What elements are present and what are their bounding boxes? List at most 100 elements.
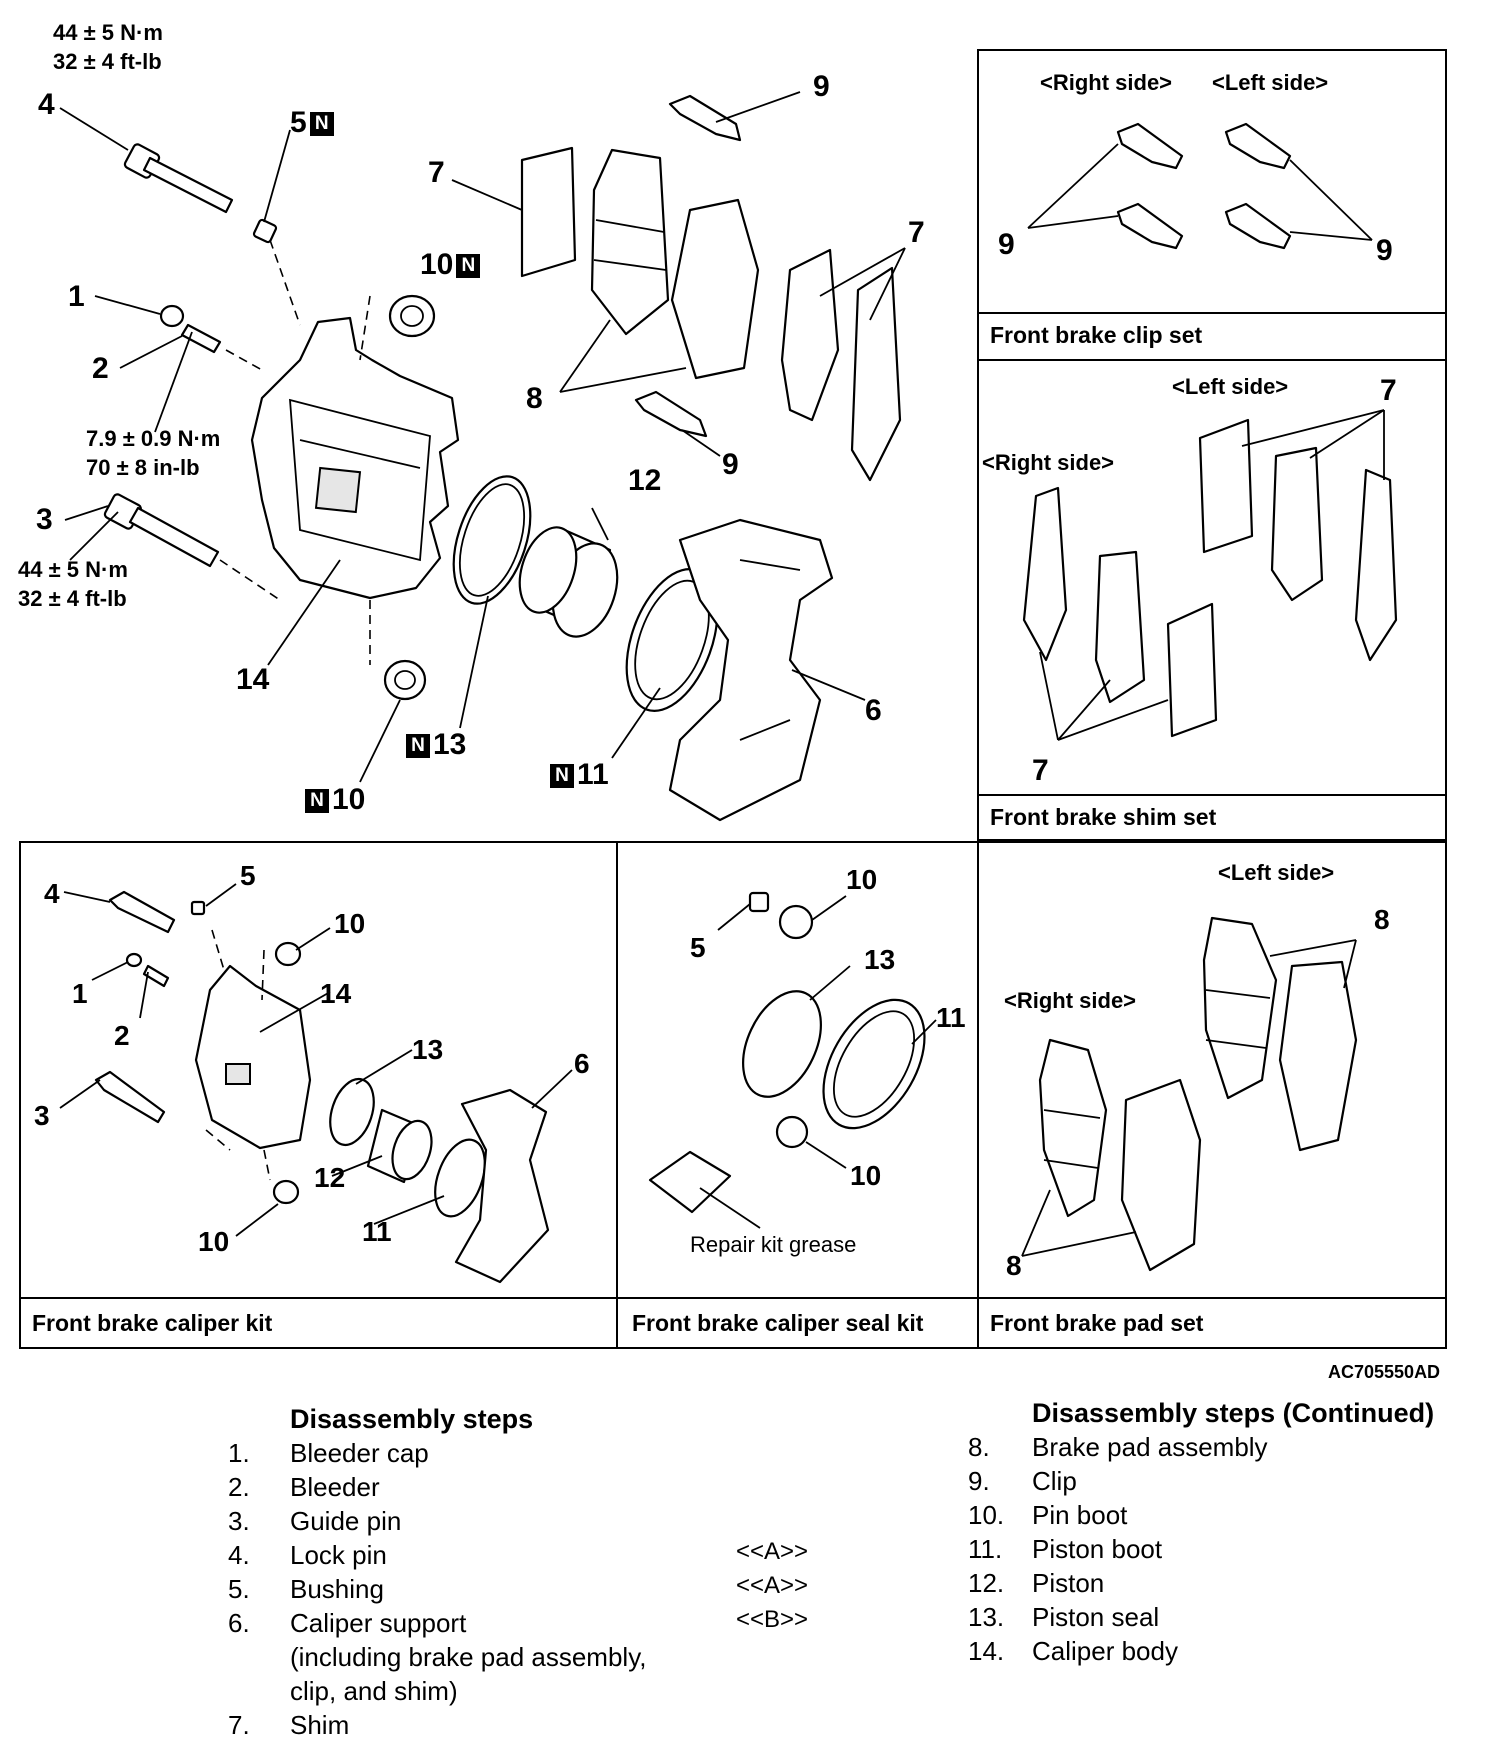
kit-callout-3: 3: [34, 1100, 50, 1131]
step-number: 5.: [228, 1574, 250, 1604]
kit-guide-pin: [94, 1070, 166, 1124]
kit-bleeder: [142, 964, 170, 988]
step-reference-mark: <<A>>: [736, 1538, 809, 1565]
kit-callout-11: 11: [362, 1216, 392, 1247]
step-number: 4.: [228, 1540, 250, 1570]
step-item: 13.Piston seal: [968, 1600, 1448, 1634]
shim-set-caption: Front brake shim set: [990, 804, 1217, 830]
clip-set-callout-9-right: 9: [998, 228, 1015, 261]
step-text: Piston boot: [1032, 1534, 1163, 1564]
bushing-part: [252, 218, 278, 244]
torque-spec-guide-pin: 44 ± 5 N·m 32 ± 4 ft-lb: [18, 555, 128, 613]
seal-kit-callout-13: 13: [864, 944, 896, 975]
callout-7-left: 7: [428, 156, 445, 189]
shim-part-inner: [520, 146, 577, 278]
step-item: 14.Caliper body: [968, 1634, 1448, 1668]
bleeder-part: [180, 323, 222, 354]
step-reference-mark: <<A>>: [736, 1572, 809, 1599]
shim-set-right-b: [1094, 550, 1146, 704]
new-part-marker: N: [550, 764, 574, 788]
step-item: 5. Bushing: [228, 1572, 688, 1606]
seal-kit-callout-10-upper: 10: [846, 864, 878, 895]
step-text: (including brake pad assembly,: [290, 1642, 647, 1672]
pad-set-left-outer: [1278, 960, 1358, 1152]
step-text: Piston seal: [1032, 1602, 1160, 1632]
step-item: 7. Shim: [228, 1708, 688, 1742]
steps-title: Disassembly steps: [290, 1404, 534, 1434]
callout-14: 14: [236, 663, 270, 696]
clip-set-clip-left-upper: [1224, 122, 1292, 170]
step-number: 7.: [228, 1710, 250, 1740]
kit-pin-boot-lower: [272, 1179, 300, 1205]
torque-bleeder-inlb: 70 ± 8 in-lb: [86, 455, 200, 480]
step-text: Lock pin: [290, 1540, 387, 1570]
step-number: 14.: [968, 1636, 1005, 1666]
seal-kit-piston-boot: [822, 998, 926, 1130]
steps-reference-marks: <<A>> <<A>> <<B>>: [736, 1538, 856, 1648]
step-reference-mark: <<B>>: [736, 1606, 809, 1633]
kit-callout-4: 4: [44, 878, 60, 909]
new-part-marker: N: [305, 789, 329, 813]
bleeder-cap-part: [159, 304, 185, 328]
step-number: 9.: [968, 1466, 990, 1496]
step-number: 1.: [228, 1438, 250, 1468]
torque-guide-pin-nm: 44 ± 5 N·m: [18, 557, 128, 582]
kit-bleeder-cap: [125, 952, 143, 968]
clip-part-lower: [634, 390, 708, 438]
pad-set-right-outer: [1120, 1078, 1202, 1272]
new-part-marker: N: [406, 734, 430, 758]
seal-kit-pin-boot-lower: [775, 1115, 809, 1149]
step-text: Bushing: [290, 1574, 384, 1604]
kit-callout-12: 12: [314, 1162, 346, 1193]
step-item: 8.Brake pad assembly: [968, 1430, 1448, 1464]
shim-set-right-side-label: <Right side>: [982, 450, 1115, 475]
new-part-marker: N: [456, 254, 481, 278]
callout-8: 8: [526, 382, 543, 415]
kit-callout-5: 5: [240, 860, 256, 891]
lock-pin-part: [123, 143, 234, 214]
pad-set-callout-8-right: 8: [1006, 1250, 1022, 1281]
callout-9-upper: 9: [813, 70, 830, 103]
clip-set-right-side-label: <Right side>: [1040, 70, 1173, 95]
step-text: Bleeder: [290, 1472, 380, 1502]
step-text: Shim: [290, 1710, 350, 1740]
kit-callout-10-upper: 10: [334, 908, 366, 939]
shim-set-left-b: [1270, 446, 1324, 602]
seal-kit-piston-seal: [742, 990, 822, 1098]
step-number: 11.: [968, 1534, 1003, 1564]
guide-pin-part: [103, 493, 220, 568]
brake-pad-part: [590, 148, 760, 380]
kit-pin-boot-upper: [274, 941, 302, 967]
caliper-support-part: [668, 518, 834, 822]
shim-set-left-side-label: <Left side>: [1172, 374, 1289, 399]
step-item: 9. Clip: [968, 1464, 1448, 1498]
kit-callout-2: 2: [114, 1020, 130, 1051]
seal-kit-callout-11: 11: [936, 1002, 966, 1033]
shim-set-left-c: [1354, 468, 1398, 662]
seal-kit-callout-10-lower: 10: [850, 1160, 882, 1191]
repair-kit-grease-packet: [648, 1150, 732, 1214]
step-text: Pin boot: [1032, 1500, 1128, 1530]
kit-callout-6: 6: [574, 1048, 590, 1079]
pad-set-left-side-label: <Left side>: [1218, 860, 1335, 885]
kit-callout-1: 1: [72, 978, 88, 1009]
step-item: 11. Piston boot: [968, 1532, 1448, 1566]
pad-set-right-side-label: <Right side>: [1004, 988, 1137, 1013]
clip-set-clip-left-lower: [1224, 202, 1292, 250]
kit-callout-10-lower: 10: [198, 1226, 230, 1257]
step-item: 6.Caliper support: [228, 1606, 688, 1640]
pad-set-caption: Front brake pad set: [990, 1310, 1204, 1336]
kit-lock-pin: [108, 890, 176, 934]
callout-9-lower: 9: [722, 448, 739, 481]
callout-1: 1: [68, 280, 85, 313]
step-item: 2. Bleeder: [228, 1470, 688, 1504]
kit-caliper-body: [194, 964, 312, 1150]
kit-caliper-support: [454, 1088, 550, 1284]
clip-set-callout-9-left: 9: [1376, 234, 1393, 267]
step-text: Clip: [1032, 1466, 1077, 1496]
callout-7-right: 7: [908, 216, 925, 249]
step-number: 2.: [228, 1472, 250, 1502]
